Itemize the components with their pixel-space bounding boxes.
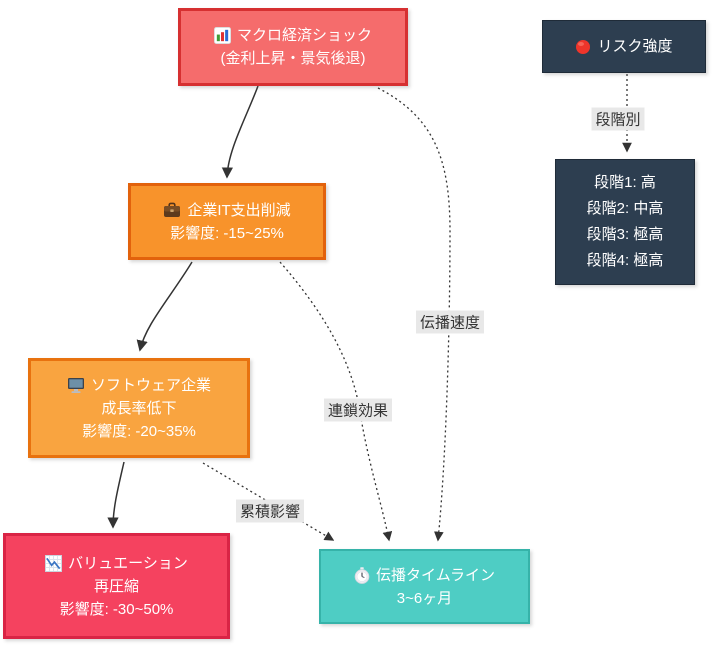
node-title: 企業IT支出削減 (187, 201, 291, 219)
node-macro-shock: マクロ経済ショック (金利上昇・景気後退) (178, 8, 408, 86)
edge-macro-to-it (221, 85, 259, 179)
node-impact: 影響度: -20~35% (82, 422, 196, 440)
node-timeline: 伝播タイムライン 3~6ヶ月 (319, 549, 530, 624)
node-line2: 成長率低下 (101, 399, 177, 417)
node-impact: 影響度: -30~50% (59, 600, 174, 618)
edge-label-cumulative-impact: 累積影響 (235, 499, 305, 523)
node-risk-intensity: リスク強度 (542, 20, 706, 73)
node-title: ソフトウェア企業 (90, 376, 211, 394)
stage-line: 段階4: 極高 (586, 252, 664, 269)
briefcase-icon (163, 202, 181, 218)
node-impact: 影響度: -15~25% (170, 224, 284, 242)
edge-software-to-valuation (107, 461, 125, 529)
stopwatch-icon (354, 566, 370, 584)
red-circle-icon (575, 39, 591, 55)
edge-it-to-software (136, 261, 193, 352)
node-title: 伝播タイムライン (376, 566, 495, 584)
chart-down-icon (45, 554, 63, 572)
node-line2: 3~6ヶ月 (396, 589, 453, 607)
node-stage-levels: 段階1: 高 段階2: 中高 段階3: 極高 段階4: 極高 (555, 159, 695, 285)
stage-line: 段階3: 極高 (586, 226, 664, 243)
node-line2: 再圧縮 (93, 577, 139, 595)
stage-line: 段階2: 中高 (586, 200, 664, 217)
node-title: リスク強度 (597, 38, 673, 55)
node-subtitle: (金利上昇・景気後退) (220, 50, 366, 67)
node-software: ソフトウェア企業 成長率低下 影響度: -20~35% (28, 358, 250, 458)
node-title: マクロ経済ショック (236, 27, 372, 44)
edge-macro-to-timeline (377, 87, 451, 542)
edge-label-propagation-speed: 伝播速度 (415, 310, 485, 334)
edge-label-chain-effect: 連鎖効果 (323, 398, 393, 422)
node-valuation: バリュエーション 再圧縮 影響度: -30~50% (3, 533, 230, 639)
node-it-spending: 企業IT支出削減 影響度: -15~25% (128, 183, 326, 260)
node-title: バリュエーション (68, 554, 188, 572)
edge-label-stage-split: 段階別 (591, 107, 645, 131)
stage-line: 段階1: 高 (594, 174, 656, 191)
computer-icon (67, 377, 85, 394)
bar-chart-icon (213, 27, 231, 44)
